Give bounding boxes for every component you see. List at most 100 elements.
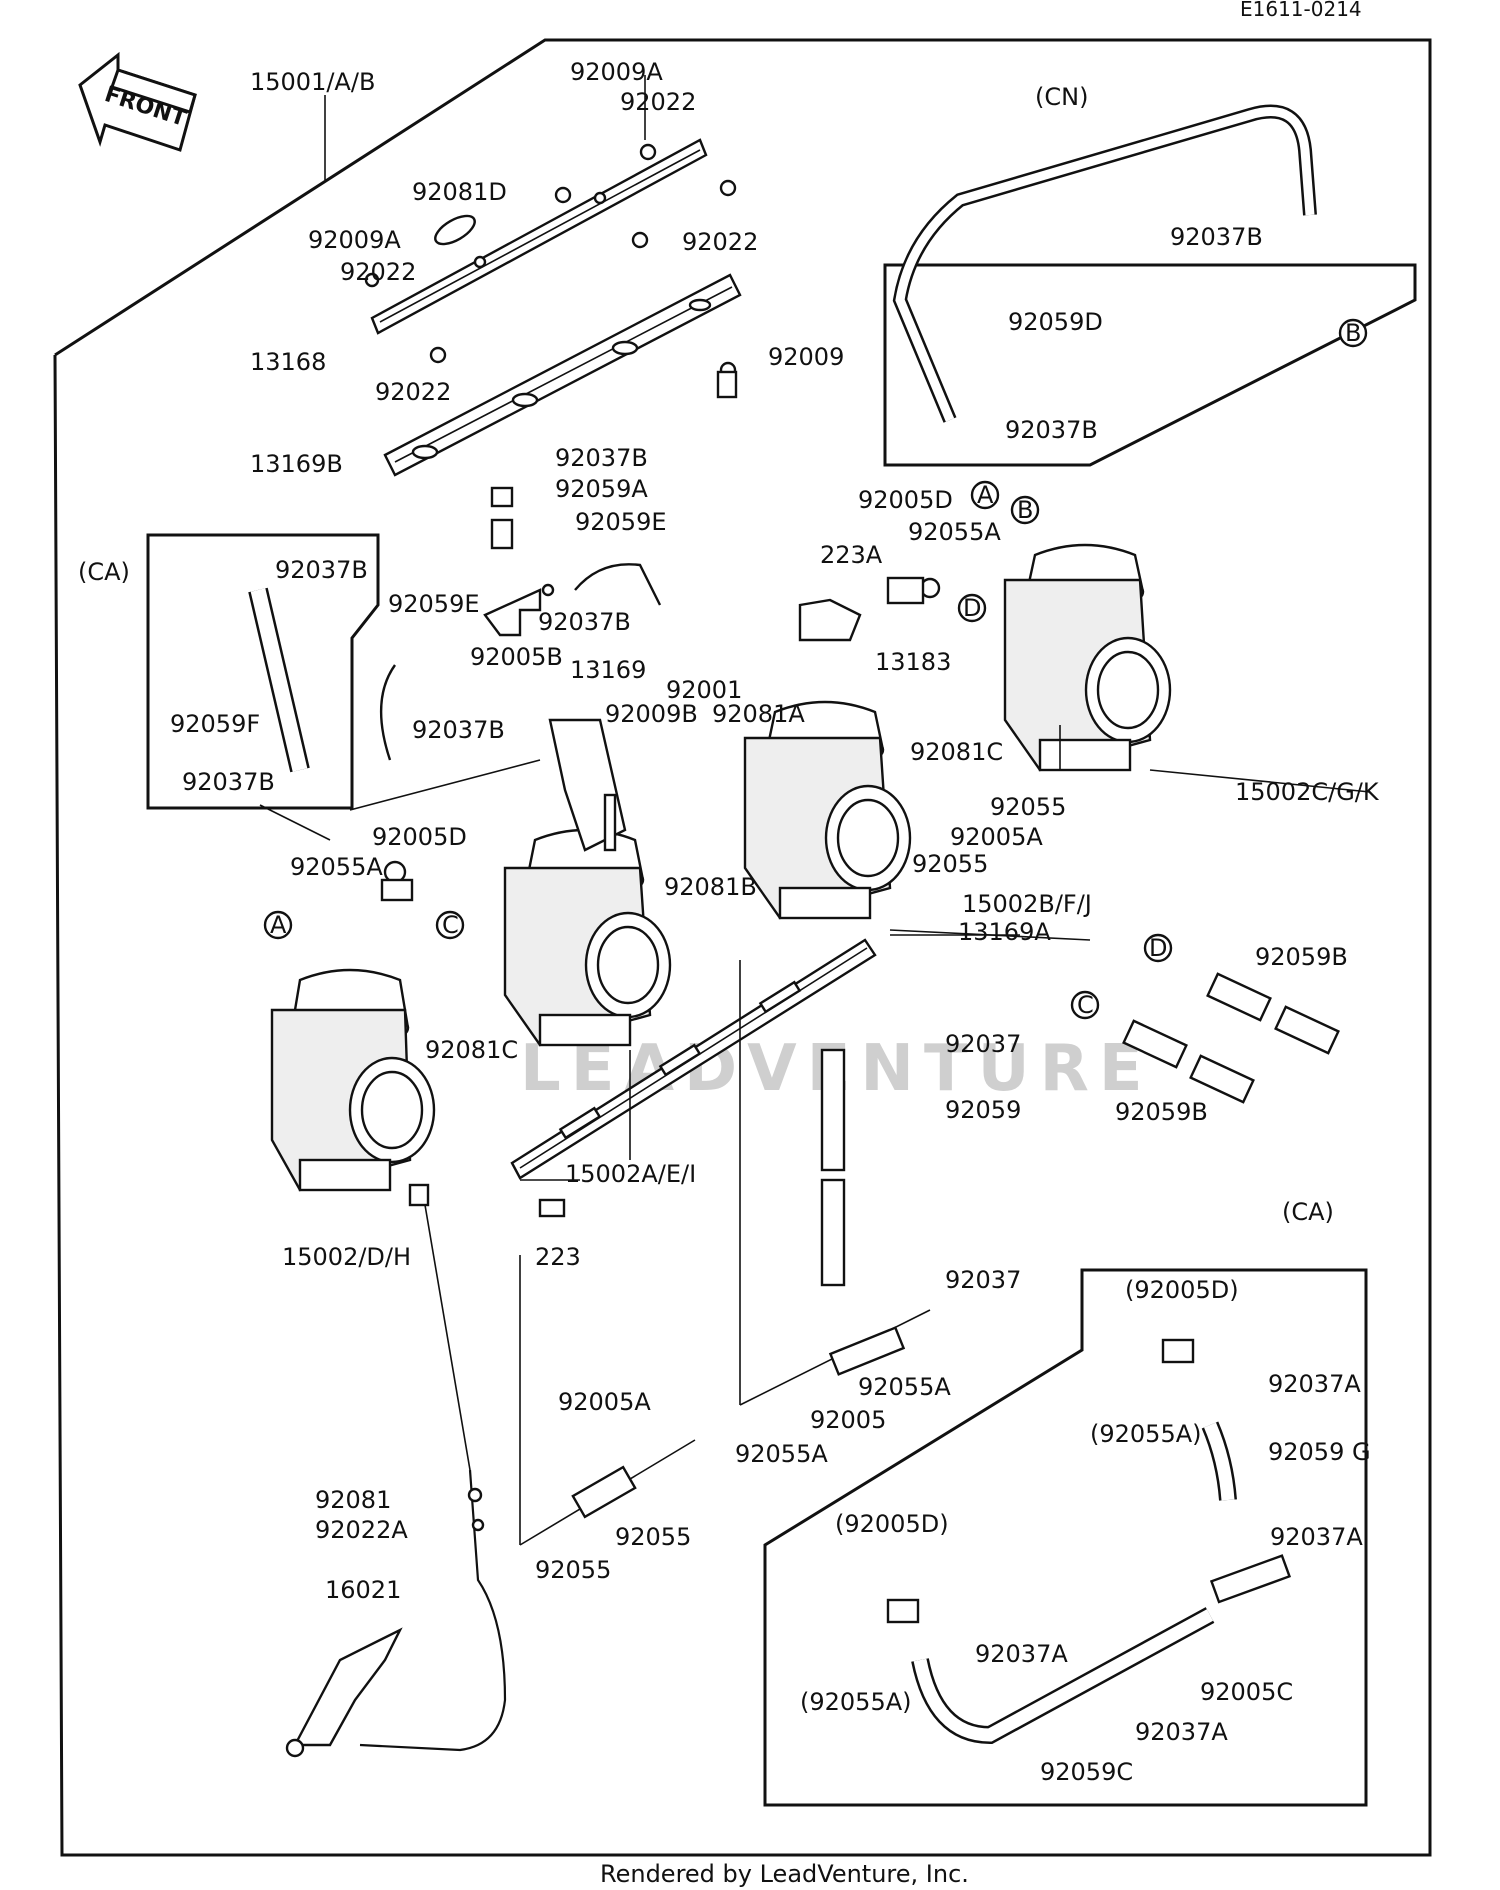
label-92081a: 92081A bbox=[712, 700, 805, 728]
label-92009a: 92009A bbox=[308, 226, 401, 254]
label-92055a: 92055A bbox=[858, 1373, 951, 1401]
label-13169: 13169 bbox=[570, 656, 646, 684]
label-92055a-paren: (92055A) bbox=[800, 1688, 912, 1716]
label-ca-left: (CA) bbox=[78, 558, 130, 586]
label-92005a: 92005A bbox=[558, 1388, 651, 1416]
ca-frame-left bbox=[146, 533, 380, 810]
label-92022a: 92022A bbox=[315, 1516, 408, 1544]
lower-rail-13169b bbox=[383, 273, 742, 477]
label-92009b: 92009B bbox=[605, 700, 698, 728]
carburetor-15002 bbox=[270, 968, 436, 1192]
label-92001: 92001 bbox=[666, 676, 742, 704]
label-92037b: 92037B bbox=[275, 556, 368, 584]
label-92022: 92022 bbox=[375, 378, 451, 406]
label-223a: 223A bbox=[820, 541, 883, 569]
label-92055a: 92055A bbox=[290, 853, 383, 881]
main-frame bbox=[53, 38, 1432, 1857]
cn-frame bbox=[883, 263, 1417, 467]
label-92037a: 92037A bbox=[1135, 1718, 1228, 1746]
label-92055a: 92055A bbox=[735, 1440, 828, 1468]
label-92005a: 92005A bbox=[950, 823, 1043, 851]
label-92037b: 92037B bbox=[1170, 223, 1263, 251]
label-13183: 13183 bbox=[875, 648, 951, 676]
label-92037: 92037 bbox=[945, 1030, 1021, 1058]
lower-rail-13169a bbox=[510, 938, 877, 1180]
label-92059g: 92059 G bbox=[1268, 1438, 1371, 1466]
label-92005c: 92005C bbox=[1200, 1678, 1293, 1706]
label-92055a: 92055A bbox=[908, 518, 1001, 546]
label-92005d-paren: (92005D) bbox=[1125, 1276, 1239, 1304]
label-92037b: 92037B bbox=[412, 716, 505, 744]
label-92005d-paren: (92005D) bbox=[835, 1510, 949, 1538]
label-15002dh: 15002/D/H bbox=[282, 1243, 411, 1271]
hose-92059 bbox=[820, 1048, 846, 1287]
label-15002bfj: 15002B/F/J bbox=[962, 890, 1092, 918]
label-92059e: 92059E bbox=[388, 590, 480, 618]
footer-credit: Rendered by LeadVenture, Inc. bbox=[600, 1860, 969, 1888]
label-92005d: 92005D bbox=[858, 486, 953, 514]
label-92037a: 92037A bbox=[1268, 1370, 1361, 1398]
label-92081d: 92081D bbox=[412, 178, 507, 206]
svg-text:D: D bbox=[963, 594, 981, 622]
label-92081b: 92081B bbox=[664, 873, 757, 901]
label-92055: 92055 bbox=[615, 1523, 691, 1551]
diagram-code: E1611-0214 bbox=[1240, 0, 1362, 21]
label-92059d: 92059D bbox=[1008, 308, 1103, 336]
label-92081c: 92081C bbox=[910, 738, 1003, 766]
svg-text:B: B bbox=[1345, 319, 1361, 347]
label-92055: 92055 bbox=[535, 1556, 611, 1584]
label-13168: 13168 bbox=[250, 348, 326, 376]
label-15002cgk: 15002C/G/K bbox=[1235, 778, 1380, 806]
label-cn: (CN) bbox=[1035, 83, 1088, 111]
svg-text:D: D bbox=[1149, 934, 1167, 962]
svg-text:A: A bbox=[977, 481, 994, 509]
label-15001ab: 15001/A/B bbox=[250, 68, 375, 96]
label-92055a-paren: (92055A) bbox=[1090, 1420, 1202, 1448]
upper-rail bbox=[370, 138, 708, 335]
label-92022: 92022 bbox=[682, 228, 758, 256]
svg-text:C: C bbox=[1077, 991, 1094, 1019]
label-92059f: 92059F bbox=[170, 710, 260, 738]
label-92055: 92055 bbox=[990, 793, 1066, 821]
label-92059a: 92059A bbox=[555, 475, 648, 503]
label-92037a: 92037A bbox=[975, 1640, 1068, 1668]
label-92059b: 92059B bbox=[1115, 1098, 1208, 1126]
label-92009a: 92009A bbox=[570, 58, 663, 86]
label-92037: 92037 bbox=[945, 1266, 1021, 1294]
front-arrow-icon: FRONT bbox=[78, 51, 197, 152]
label-92022: 92022 bbox=[340, 258, 416, 286]
label-15002aei: 15002A/E/I bbox=[565, 1160, 696, 1188]
callout-circles: A A B B C C D D bbox=[263, 318, 1368, 1020]
label-223: 223 bbox=[535, 1243, 581, 1271]
svg-text:A: A bbox=[270, 911, 287, 939]
label-92005: 92005 bbox=[810, 1406, 886, 1434]
label-92037b: 92037B bbox=[555, 444, 648, 472]
label-92037a: 92037A bbox=[1270, 1523, 1363, 1551]
label-13169a: 13169A bbox=[958, 918, 1051, 946]
label-92055: 92055 bbox=[912, 850, 988, 878]
label-92037b: 92037B bbox=[538, 608, 631, 636]
label-92005d: 92005D bbox=[372, 823, 467, 851]
label-92059e: 92059E bbox=[575, 508, 667, 536]
bracket-16021 bbox=[285, 1627, 403, 1758]
ca-frame-bottom bbox=[763, 1268, 1368, 1807]
label-92081c: 92081C bbox=[425, 1036, 518, 1064]
svg-text:B: B bbox=[1017, 496, 1033, 524]
svg-text:C: C bbox=[442, 911, 459, 939]
label-92037b: 92037B bbox=[1005, 416, 1098, 444]
hardware bbox=[364, 143, 1292, 1624]
label-13169b: 13169B bbox=[250, 450, 343, 478]
carburetor-15002b bbox=[743, 700, 912, 920]
label-92009: 92009 bbox=[768, 343, 844, 371]
label-92059: 92059 bbox=[945, 1096, 1021, 1124]
label-92059b: 92059B bbox=[1255, 943, 1348, 971]
part-labels: 15001/A/B 92009A 92022 92081D 92022 9200… bbox=[78, 58, 1380, 1786]
carburetor-15002c bbox=[1003, 543, 1172, 772]
label-92081: 92081 bbox=[315, 1486, 391, 1514]
label-92059c: 92059C bbox=[1040, 1758, 1133, 1786]
label-16021: 16021 bbox=[325, 1576, 401, 1604]
label-92022: 92022 bbox=[620, 88, 696, 116]
label-92005b: 92005B bbox=[470, 643, 563, 671]
throttle-cable bbox=[359, 1469, 507, 1752]
